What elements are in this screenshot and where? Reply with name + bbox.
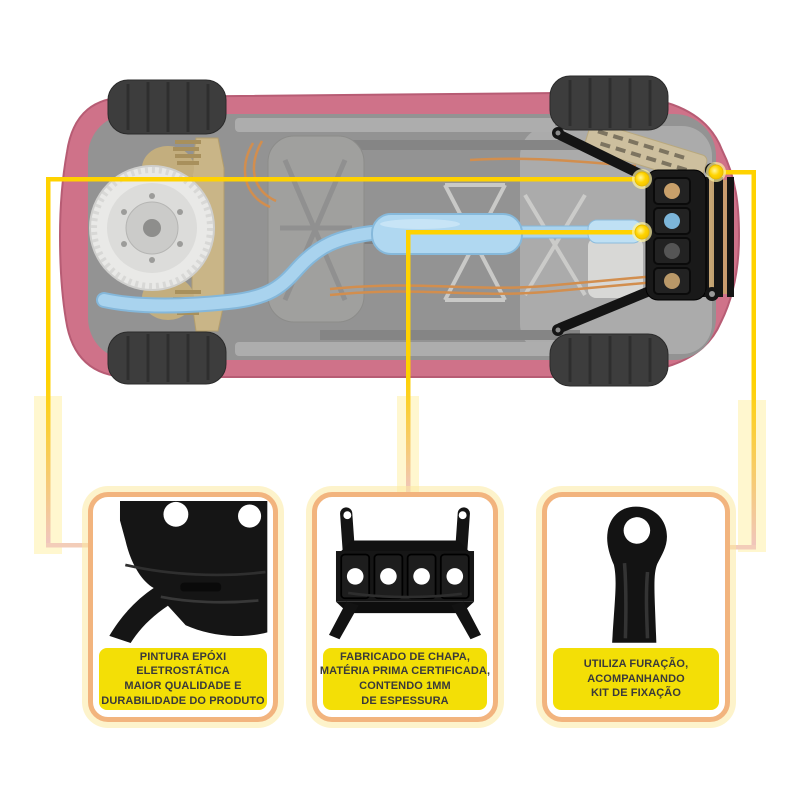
caption-line: FABRICADO DE CHAPA, — [339, 650, 471, 663]
caption-line: MAIOR QUALIDADE E — [124, 680, 242, 692]
tires — [107, 75, 669, 387]
caption-line: MATÉRIA PRIMA CERTIFICADA, — [319, 665, 491, 678]
caption-line: UTILIZA FURAÇÃO, — [583, 658, 689, 671]
feature-card-fixing-kit: UTILIZA FURAÇÃO, ACOMPANHANDO KIT DE FIX… — [542, 492, 730, 722]
tire-front-right-bottom — [549, 333, 669, 387]
caption-fixing-kit: UTILIZA FURAÇÃO, ACOMPANHANDO KIT DE FIX… — [553, 648, 719, 710]
caption-line: DE ESPESSURA — [361, 694, 449, 707]
callout-line-2 — [406, 230, 644, 494]
spare-tire — [89, 165, 215, 291]
callout-line-1 — [46, 177, 644, 548]
caption-line: ELETROSTÁTICA — [136, 665, 230, 678]
feature-card-certified-sheet: FABRICADO DE CHAPA, MATÉRIA PRIMA CERTIF… — [312, 492, 498, 722]
skid-plate-installed — [552, 127, 734, 336]
skid-plate-front-view — [317, 497, 493, 646]
caption-line: KIT DE FIXAÇÃO — [590, 687, 681, 700]
skid-plate-corner-closeup — [93, 497, 273, 646]
tire-rear-left-bottom — [107, 331, 227, 385]
gearbox-block — [588, 238, 643, 298]
skid-plate-front-view-image — [328, 506, 482, 639]
callout-dot-2 — [632, 222, 652, 242]
mounting-bracket-image — [607, 506, 667, 643]
caption-certified-sheet: FABRICADO DE CHAPA, MATÉRIA PRIMA CERTIF… — [319, 648, 491, 710]
callout-line-3 — [714, 170, 756, 550]
callout-dots — [632, 162, 726, 242]
callout-dot-3 — [706, 162, 726, 182]
tire-front-right-top — [549, 75, 669, 131]
callout-dot-1 — [632, 169, 652, 189]
tire-rear-left-top — [107, 79, 227, 135]
caption-line: DURABILIDADE DO PRODUTO — [101, 694, 265, 707]
feature-card-epoxy-paint: PINTURA EPÓXI ELETROSTÁTICA MAIOR QUALID… — [88, 492, 278, 722]
caption-line: ACOMPANHANDO — [587, 672, 685, 685]
mounting-bracket-closeup — [547, 497, 725, 646]
skid-plate-recesses — [653, 177, 691, 295]
caption-line: PINTURA EPÓXI — [139, 650, 227, 663]
caption-line: CONTENDO 1MM — [359, 680, 451, 692]
caption-epoxy-paint: PINTURA EPÓXI ELETROSTÁTICA MAIOR QUALID… — [99, 648, 267, 710]
skid-plate-corner-closeup-image — [109, 500, 268, 643]
